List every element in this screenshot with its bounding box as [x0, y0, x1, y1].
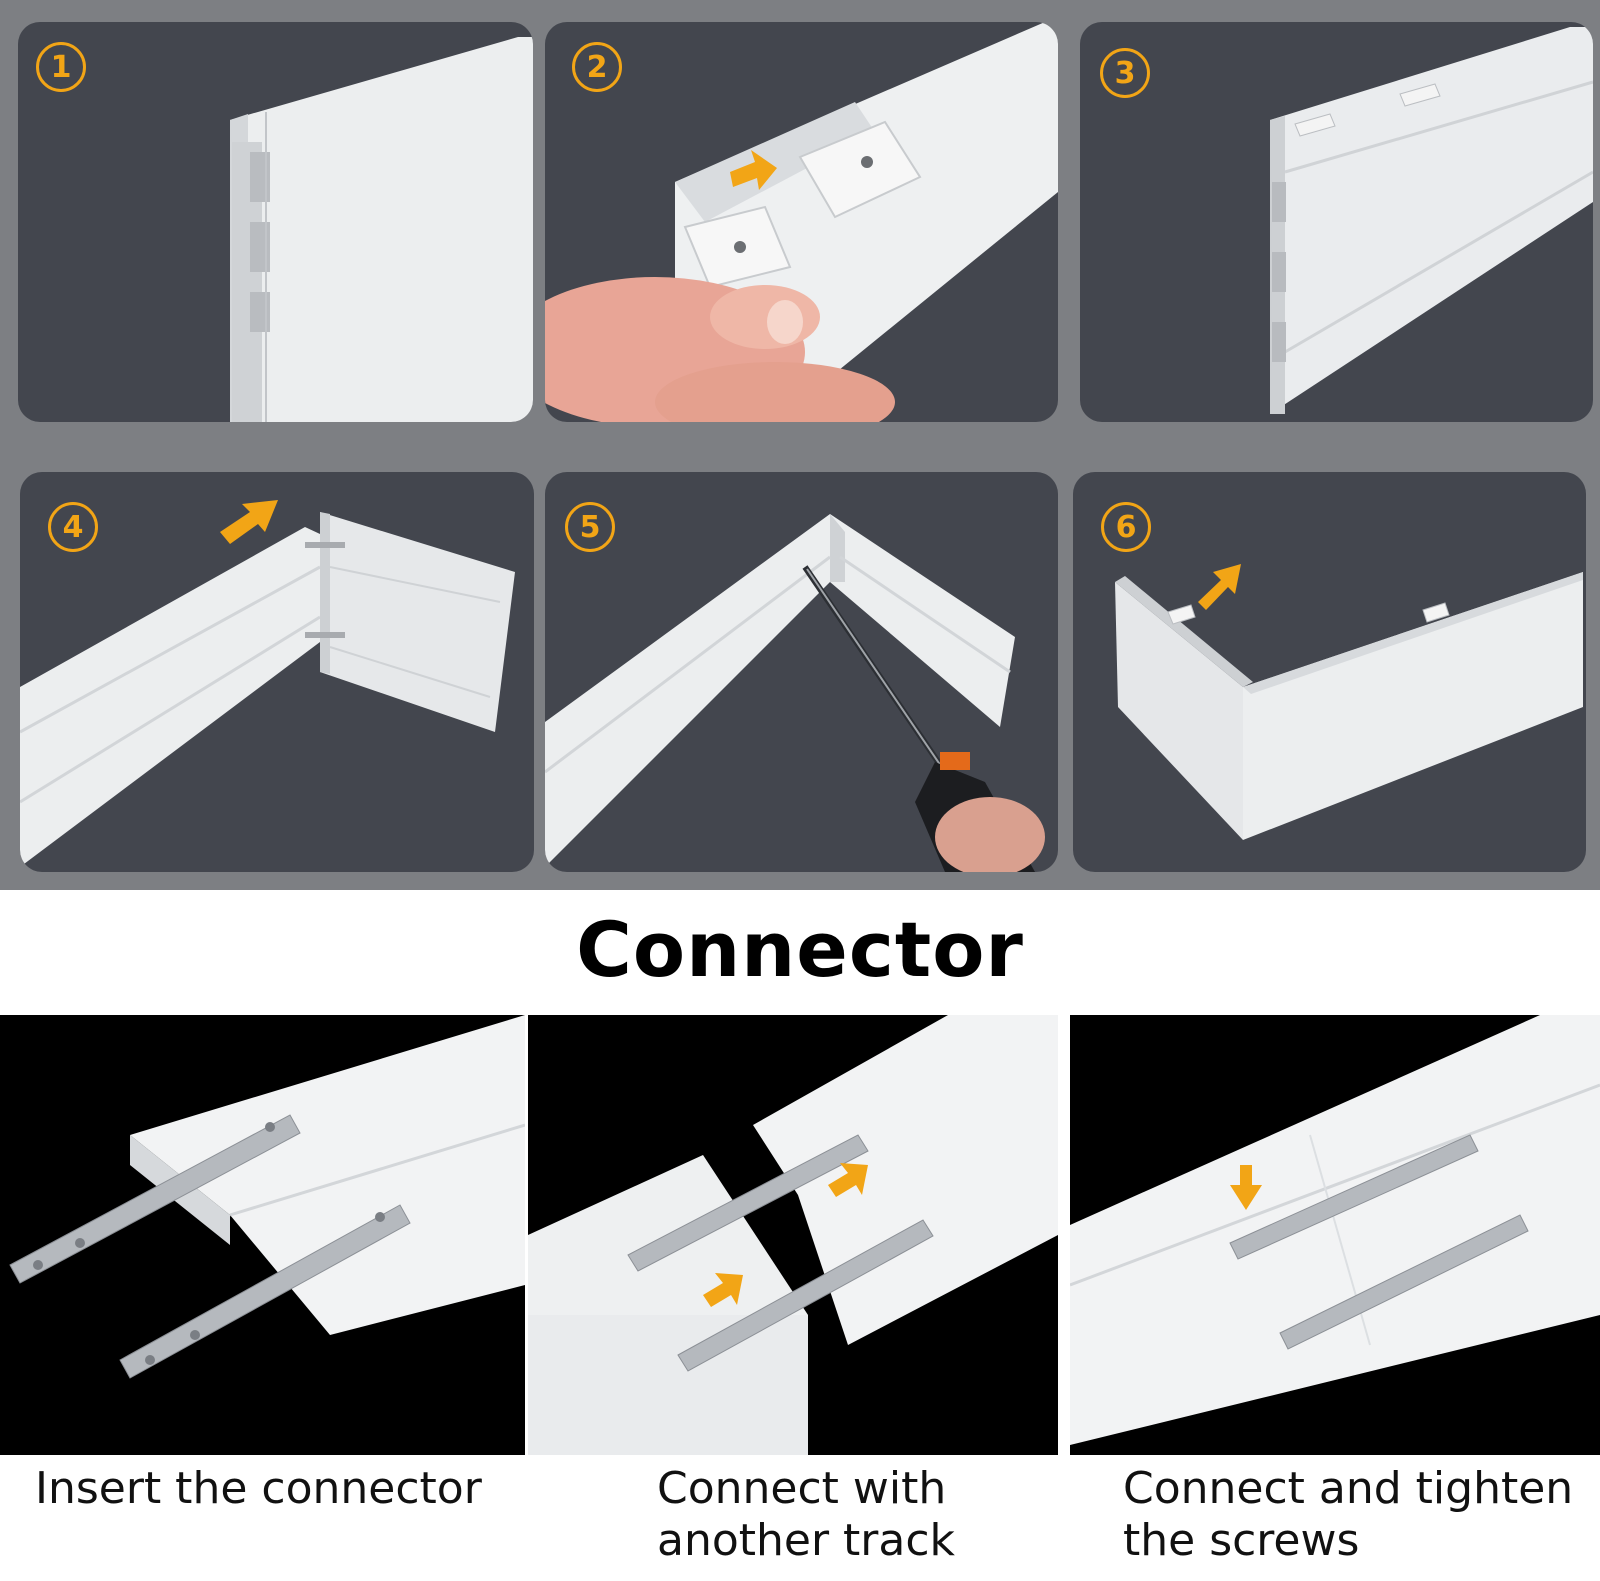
connector-photo-insert [0, 1015, 525, 1455]
step-number-badge: 1 [36, 42, 86, 92]
step-1-illustration [230, 37, 533, 422]
step-panel-5: 5 [545, 472, 1058, 872]
caption-line: another track [657, 1515, 956, 1566]
caption-line: the screws [1123, 1515, 1360, 1566]
step-5-illustration [545, 514, 1045, 872]
step-number-badge: 3 [1100, 48, 1150, 98]
caption-line: Insert the connector [35, 1463, 482, 1514]
connector-photo-join [528, 1015, 1058, 1455]
step-panel-2: 2 [545, 22, 1058, 422]
step-3-illustration [1270, 27, 1593, 414]
arrow-icon [730, 150, 777, 190]
connector-photo-tighten [1070, 1015, 1600, 1455]
join-tracks-illustration [528, 1015, 1058, 1455]
step-2-illustration [545, 22, 1058, 422]
insert-connector-illustration [9, 1015, 525, 1379]
tighten-screws-illustration [1070, 1015, 1600, 1445]
arrow-icon [703, 1273, 743, 1307]
arrow-icon [1198, 564, 1241, 610]
section-heading: Connector [576, 905, 1024, 994]
step-number-badge: 2 [572, 42, 622, 92]
caption-insert: Insert the connector [35, 1463, 482, 1515]
step-number-badge: 5 [565, 502, 615, 552]
steps-grid: 1 2 [0, 0, 1600, 890]
arrow-icon [1230, 1165, 1262, 1210]
step-6-illustration [1115, 564, 1583, 840]
step-panel-4: 4 [20, 472, 534, 872]
step-panel-6: 6 [1073, 472, 1586, 872]
caption-line: Connect and tighten [1123, 1463, 1574, 1514]
step-panel-3: 3 [1080, 22, 1593, 422]
arrow-icon [828, 1163, 868, 1197]
caption-tighten: Connect and tighten the screws [1123, 1463, 1573, 1567]
step-panel-1: 1 [18, 22, 533, 422]
arrow-icon [220, 500, 278, 544]
step-4-illustration [20, 500, 515, 867]
step-number-badge: 4 [48, 502, 98, 552]
caption-connect: Connect with another track [657, 1463, 955, 1567]
caption-line: Connect with [657, 1463, 947, 1514]
step-number-badge: 6 [1101, 502, 1151, 552]
